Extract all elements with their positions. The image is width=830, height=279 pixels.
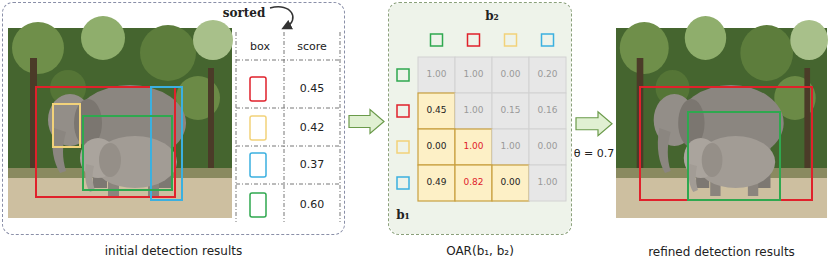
detection-box [688, 112, 780, 200]
box-icon [397, 34, 554, 189]
score-value: 0.60 [300, 199, 325, 211]
detection-box [53, 104, 80, 147]
matrix-cell [455, 129, 492, 165]
table-line [236, 108, 340, 109]
box-icon [397, 69, 409, 81]
box-icon [250, 193, 266, 217]
axis-label: b₁ [396, 209, 410, 222]
matrix-cell [529, 165, 566, 201]
matrix-value: 0.20 [537, 70, 557, 80]
elephant-photo [616, 16, 828, 218]
elephant-photo [8, 16, 233, 218]
box-icon [250, 77, 266, 217]
matrix-cell [492, 129, 529, 165]
matrix-value: 1.00 [537, 178, 557, 188]
matrix-value: 0.49 [426, 178, 446, 188]
box-icon [431, 34, 443, 46]
axis-label: b₂ [485, 10, 499, 23]
matrix-value: 1.00 [463, 70, 483, 80]
result-image: refined detection results [616, 28, 827, 218]
sort-note: sorted [223, 7, 266, 20]
matrix-value: 0.45 [426, 106, 446, 116]
box-icon [542, 34, 554, 46]
box-icon [250, 116, 266, 140]
matrix-value: 0.00 [500, 70, 520, 80]
matrix-value: 0.00 [537, 142, 557, 152]
matrix-cell [455, 93, 492, 129]
box-icon [397, 141, 409, 153]
detection-box [36, 87, 182, 200]
table-header: box [250, 41, 270, 53]
flow-arrow [349, 110, 384, 134]
matrix-value: 1.00 [500, 142, 520, 152]
matrix-cell [455, 165, 492, 201]
table-line [236, 32, 340, 222]
matrix-cell [418, 165, 455, 201]
panel-ground [389, 3, 571, 234]
matrix-cell [418, 57, 566, 201]
matrix-cell [492, 57, 529, 93]
edge-label: θ = 0.7 [572, 148, 616, 160]
matrix-cell [418, 57, 455, 93]
box-icon [505, 34, 517, 46]
box-icon [250, 77, 266, 101]
matrix-cell [492, 165, 529, 201]
detection-box [640, 87, 812, 200]
matrix-value: 0.15 [500, 106, 520, 116]
table-header: score [297, 41, 327, 53]
score-value: 0.45 [300, 83, 325, 95]
matrix-panel: OAR(b₁, b₂) [388, 2, 572, 235]
table-line [340, 32, 341, 222]
matrix-cell [529, 129, 566, 165]
table-line [236, 184, 340, 185]
matrix-value: 0.16 [537, 106, 557, 116]
table-line [236, 60, 340, 61]
matrix-cell [455, 57, 492, 93]
score-value: 0.37 [300, 159, 325, 171]
box-icon [250, 153, 266, 177]
matrix-value: 1.00 [463, 106, 483, 116]
caption: initial detection results [105, 244, 243, 258]
detection-box [151, 87, 182, 200]
matrix-cell [418, 129, 455, 165]
matrix-cell [418, 93, 455, 129]
detection-panel: initial detection results [2, 2, 345, 235]
matrix-cell [529, 93, 566, 129]
box-icon [468, 34, 480, 46]
detection-box [36, 87, 175, 197]
score-value: 0.42 [300, 122, 325, 134]
matrix-value: 0.00 [426, 142, 446, 152]
flow-arrow [576, 112, 612, 136]
detection-box [83, 116, 172, 190]
box-icon [397, 177, 409, 189]
matrix-value: 0.82 [463, 178, 483, 188]
caption: refined detection results [648, 245, 795, 259]
matrix-cell [492, 93, 529, 129]
detection-box [640, 87, 812, 200]
matrix-cell [529, 57, 566, 93]
table-line [236, 146, 340, 147]
caption: OAR(b₁, b₂) [446, 244, 514, 258]
matrix-value: 1.00 [426, 70, 446, 80]
box-icon [397, 105, 409, 117]
matrix-value: 1.00 [463, 142, 483, 152]
sort-arrow [270, 7, 293, 27]
matrix-value: 0.00 [500, 178, 520, 188]
